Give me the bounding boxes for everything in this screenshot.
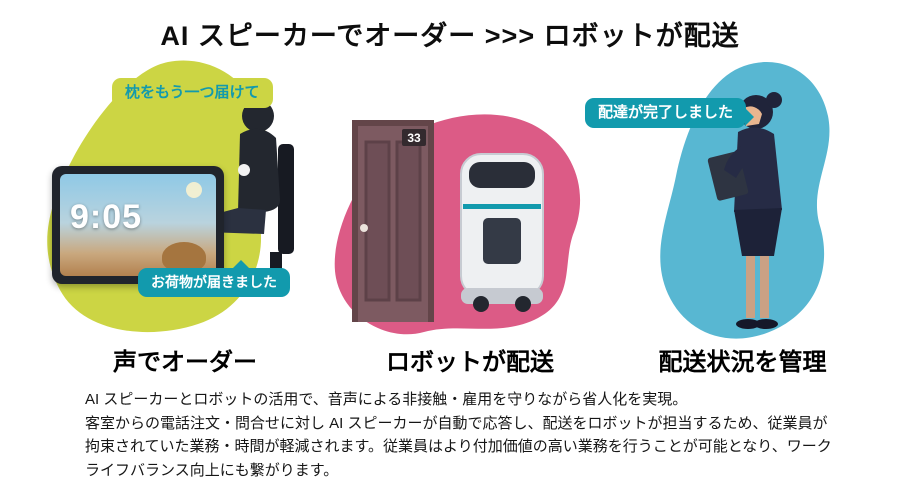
- robot-led-band: [463, 204, 541, 209]
- description-line: ライフバランス向上にも繋がります。: [85, 462, 339, 480]
- page-title: AI スピーカーでオーダー >>> ロボットが配送: [160, 21, 740, 51]
- person-torso: [238, 128, 280, 212]
- scene-label-voice-order: 声でオーダー: [113, 349, 257, 376]
- speech-bubble-delivery-complete: 配達が完了しました: [585, 98, 755, 128]
- woman-leg-left: [746, 256, 755, 318]
- smart-display: 9:05: [52, 166, 224, 284]
- woman-arm: [724, 146, 752, 178]
- staff-woman-illustration: [707, 92, 782, 329]
- delivery-robot-illustration: [460, 153, 544, 312]
- robot-wheel-left: [473, 296, 489, 312]
- clock-time: 9:05: [70, 198, 143, 236]
- woman-skirt: [734, 208, 782, 256]
- woman-shoe-left: [736, 319, 760, 329]
- description-line: 客室からの電話注文・問合せに対し AI スピーカーが自動で応答し、配送をロボット…: [85, 414, 828, 432]
- robot-base: [461, 288, 543, 304]
- scene-label-robot-delivery: ロボットが配送: [386, 349, 554, 376]
- description-paragraph: AI スピーカーとロボットの活用で、音声による非接触・雇用を守りながら省人化を実…: [85, 388, 835, 483]
- woman-leg-right: [760, 256, 769, 318]
- woman-hair-bun: [766, 92, 782, 108]
- woman-shoe-right: [754, 319, 778, 329]
- smart-display-screen: 9:05: [60, 174, 216, 276]
- chair-back: [278, 144, 294, 254]
- door-knob: [360, 224, 368, 232]
- dog-photo: [162, 242, 206, 272]
- speech-bubble-package-arrived: お荷物が届きました: [138, 260, 290, 297]
- room-number-plate: [402, 129, 426, 146]
- robot-front-panel: [483, 218, 521, 264]
- door-illustration: 33: [352, 120, 434, 322]
- coffee-cup: [238, 164, 250, 176]
- person-head: [242, 100, 274, 132]
- robot-visor: [469, 162, 535, 188]
- description-line: 拘束されていた業務・時間が軽減されます。従業員はより付加価値の高い業務を行うこと…: [85, 438, 832, 456]
- room-number: 33: [407, 131, 421, 145]
- robot-wheel-right: [515, 296, 531, 312]
- description-line: AI スピーカーとロボットの活用で、音声による非接触・雇用を守りながら省人化を実…: [85, 391, 688, 408]
- door-inset-left: [364, 140, 391, 302]
- sun-icon: [186, 182, 202, 198]
- scene-label-manage-status: 配送状況を管理: [658, 349, 827, 376]
- speech-bubble-pillow-request: 枕をもう一つ届けて: [112, 78, 273, 116]
- door-inset-right: [395, 140, 422, 302]
